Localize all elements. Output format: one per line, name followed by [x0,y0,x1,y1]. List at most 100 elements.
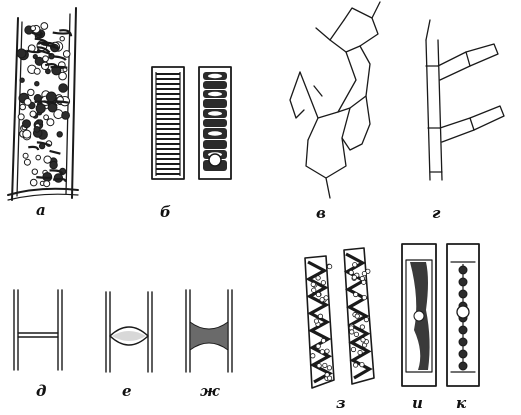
panel-label-e: е [122,382,132,400]
panel-v-drawing [290,2,380,198]
pyrenoid-dot [360,325,364,329]
pyrenoid-dot [325,349,329,353]
pyrenoid-dot [354,332,358,336]
panel-g-drawing [426,20,504,180]
pyrenoid-dot [362,271,366,275]
pyrenoid-dot [20,78,24,82]
panel-label-g: г [432,204,441,222]
panel-label-a: а [36,201,46,219]
panel-label-k: к [456,394,467,412]
pyrenoid-dot [44,156,51,163]
pyrenoid-dot [316,344,320,348]
pyrenoid-dot [318,314,322,318]
pyrenoid-dot [63,51,70,58]
panel-a-drawing [8,8,78,200]
panel-label-d: д [36,382,46,400]
pyrenoid-dot [32,169,37,174]
chloroplast-disc [203,119,227,127]
pyrenoid-dot [362,295,366,299]
pyrenoid-dot [59,72,67,80]
pyrenoid-dot [327,376,331,380]
disc-highlight [208,131,222,135]
network-strand [53,56,66,60]
pyrenoid-dot [24,99,31,106]
pyrenoid-dot [321,280,325,284]
pyrenoid-dot [44,181,50,187]
pyrenoid-dot [316,276,320,280]
pyrenoid-dot [57,132,62,137]
pyrenoid-dot [355,314,359,318]
pyrenoid-dot [30,111,36,117]
nucleus-circle [457,306,469,318]
pyrenoid-dot [59,84,68,93]
panel-label-v: в [316,204,326,222]
pyrenoid-dot [324,296,328,300]
pyrenoid-dot [353,363,357,367]
pyrenoid-dot [23,120,31,128]
panel-z-drawing [305,248,374,388]
pyrenoid-dot [351,347,355,351]
band-chloroplasts [156,72,180,176]
pyrenoid-dot [20,104,26,110]
network-strand [51,67,68,68]
pyrenoid-dot [316,292,320,296]
pyrenoid-dot [34,126,40,132]
chloroplast-disc [203,140,227,149]
disc-highlight [208,74,222,78]
panel-label-b: б [160,203,171,221]
panel-label-i: и [412,394,423,412]
panel-e-drawing [106,292,152,372]
pyrenoid-dot [41,23,48,30]
pyrenoid-dot [350,330,354,334]
pyrenoid-dot [18,114,24,120]
bead [459,362,467,370]
disc-chloroplasts [203,72,227,171]
panel-b-drawing [152,67,231,179]
bead [459,338,467,346]
chloroplast-disc [203,99,227,108]
pyrenoid-dot [311,354,315,358]
disc-highlight [208,111,222,115]
pyrenoid-dot [352,275,356,279]
pyrenoid-dot [364,317,368,321]
pyrenoid-dot [50,161,57,168]
network-strand [53,33,69,34]
bead [459,326,467,334]
pyrenoid-dot [320,350,324,354]
spiral-chloroplasts [308,254,370,382]
pyrenoid-dot [46,92,56,102]
pyrenoid-dot [361,338,365,342]
panel-zh-drawing [186,290,232,372]
pyrenoid-dot [24,159,30,165]
pyrenoid-dot [60,37,64,41]
pyrenoid-dot [33,55,37,59]
panel-k-drawing [447,244,479,386]
bead [459,290,467,298]
pyrenoid-dot [327,264,331,268]
network-strand [36,177,52,178]
pyrenoid-dot [17,49,26,58]
nucleus-circle [209,154,221,166]
pyrenoid-dot [23,153,28,158]
pyrenoid-dot [360,362,364,366]
panel-label-z: з [336,394,346,412]
pyrenoid-dot [353,292,357,296]
pyrenoid-dot [34,68,40,74]
panel-label-zh: ж [200,382,220,400]
chloroplast-network [17,23,71,187]
pyrenoid-dot [23,130,31,138]
pyrenoid-dot [30,179,37,186]
pyrenoid-dot [321,338,325,342]
pyrenoid-dot [43,56,49,62]
pyrenoid-dot [314,319,318,323]
pyrenoid-dot [349,270,353,274]
pyrenoid-dot [358,350,362,354]
network-strand [28,147,38,150]
pyrenoid-dot [44,115,49,120]
disc-highlight [208,92,222,96]
pyrenoid-dot [323,363,327,367]
pyrenoid-dot [327,366,331,370]
pyrenoid-dot [312,288,316,292]
pyrenoid-dot [311,282,315,286]
panel-d-drawing [14,290,62,370]
